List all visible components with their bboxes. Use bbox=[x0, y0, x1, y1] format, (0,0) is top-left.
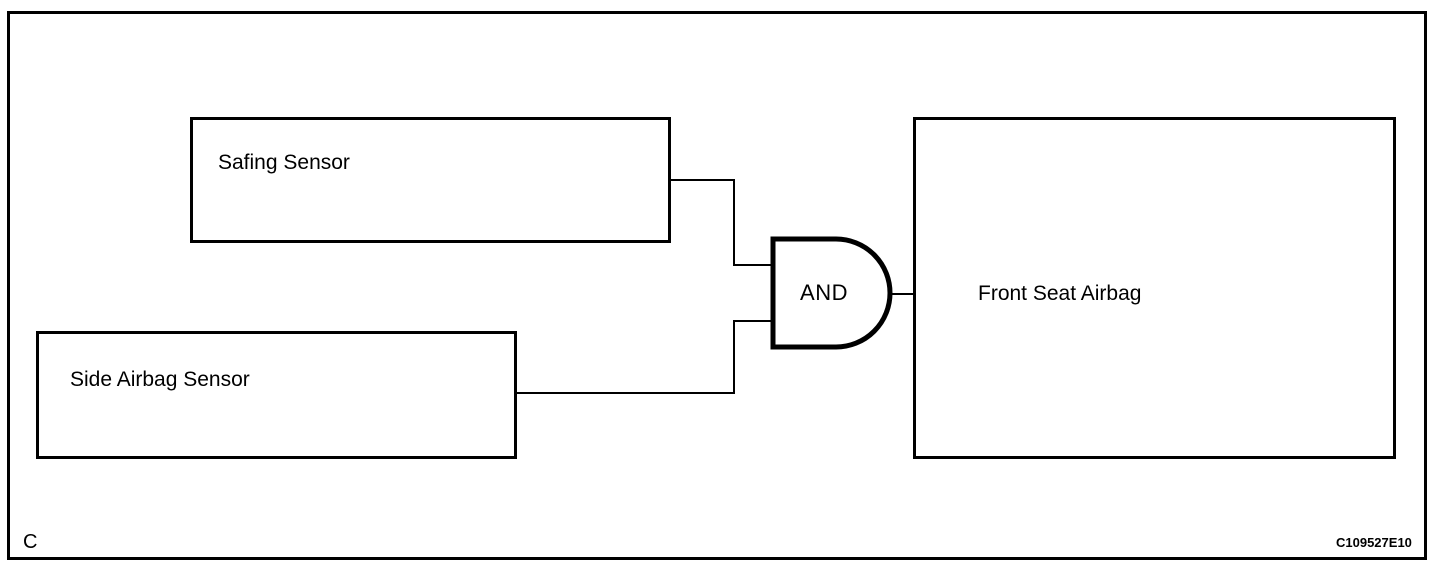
block-safing-sensor-label: Safing Sensor bbox=[218, 151, 350, 174]
wire-safing-into-gate bbox=[733, 264, 773, 266]
block-front-seat-airbag[interactable] bbox=[913, 117, 1396, 459]
wire-side-out-horizontal bbox=[516, 392, 735, 394]
wire-gate-output bbox=[891, 293, 915, 295]
wire-safing-vertical bbox=[733, 179, 735, 266]
wire-side-vertical bbox=[733, 320, 735, 394]
figure-frame bbox=[7, 11, 1427, 560]
and-gate-shape bbox=[770, 236, 893, 350]
figure-code-label: C109527E10 bbox=[1336, 535, 1412, 550]
wire-side-into-gate bbox=[733, 320, 773, 322]
block-front-seat-airbag-label: Front Seat Airbag bbox=[978, 282, 1142, 305]
block-side-airbag-sensor[interactable] bbox=[36, 331, 517, 459]
corner-mark-c: C bbox=[23, 531, 38, 553]
wire-safing-out-horizontal bbox=[671, 179, 735, 181]
block-side-airbag-sensor-label: Side Airbag Sensor bbox=[70, 368, 250, 391]
block-safing-sensor[interactable] bbox=[190, 117, 671, 243]
and-gate[interactable]: AND bbox=[770, 236, 896, 350]
